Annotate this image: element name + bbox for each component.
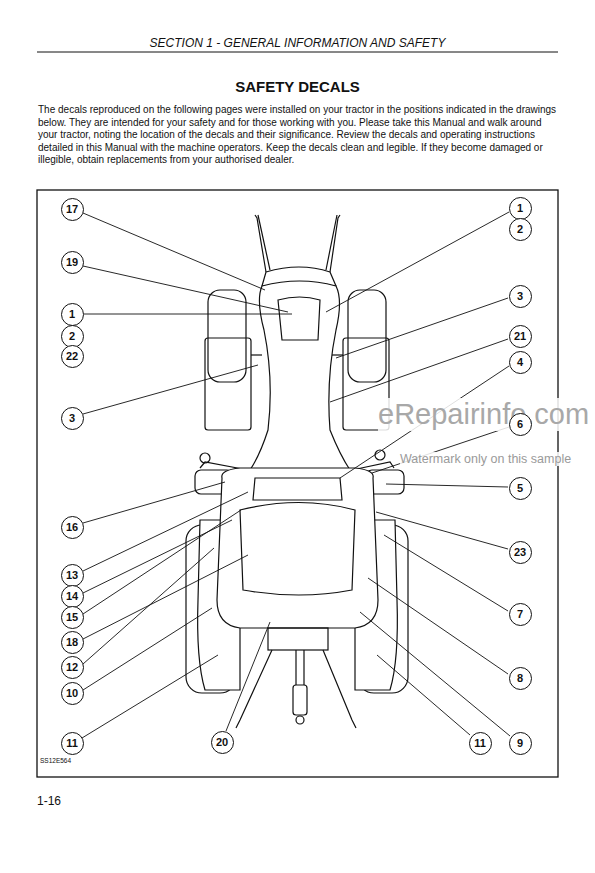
callout-text: 12 [66, 662, 78, 673]
callout-text: 13 [66, 570, 78, 581]
callout-number: 12 [61, 656, 84, 679]
callout-number: 11 [469, 732, 492, 755]
callout-number: 8 [509, 667, 532, 690]
callout-text: 18 [66, 637, 78, 648]
callout-text: 14 [66, 591, 78, 602]
page-number: 1-16 [37, 795, 61, 809]
section-header: SECTION 1 - GENERAL INFORMATION AND SAFE… [0, 37, 595, 51]
callout-text: 20 [216, 737, 228, 748]
callout-number: 16 [61, 516, 84, 539]
callout-text: 17 [66, 204, 78, 215]
callout-number: 3 [61, 407, 84, 430]
callout-text: 19 [66, 257, 78, 268]
callout-number: 1 [509, 197, 532, 220]
callout-number: 23 [509, 541, 532, 564]
callout-text: 4 [517, 357, 523, 368]
callout-number: 21 [509, 325, 532, 348]
page-title: SAFETY DECALS [0, 78, 595, 95]
callout-number: 3 [509, 285, 532, 308]
watermark: eRepairinfo.com [378, 398, 589, 431]
drawing-code: SS12E564 [40, 757, 71, 764]
callout-number: 6 [509, 413, 532, 436]
callout-number: 13 [61, 564, 84, 587]
callout-text: 23 [514, 547, 526, 558]
callout-text: 3 [69, 413, 75, 424]
callout-number: 1 [61, 303, 84, 326]
callout-number: 11 [61, 732, 84, 755]
intro-paragraph: The decals reproduced on the following p… [38, 104, 558, 167]
callout-text: 1 [69, 309, 75, 320]
callout-text: 9 [517, 738, 523, 749]
watermark-note: Watermark only on this sample [400, 452, 571, 466]
callout-text: 11 [474, 738, 486, 749]
callout-number: 9 [509, 732, 532, 755]
callout-number: 10 [61, 682, 84, 705]
callout-text: 10 [66, 688, 78, 699]
callout-text: 15 [66, 612, 78, 623]
callout-number: 22 [61, 345, 84, 368]
callout-text: 6 [517, 419, 523, 430]
callout-number: 15 [61, 606, 84, 629]
callout-number: 19 [61, 251, 84, 274]
callout-number: 17 [61, 198, 84, 221]
callout-text: 7 [517, 609, 523, 620]
callout-number: 2 [509, 218, 532, 241]
callout-text: 1 [517, 203, 523, 214]
callout-text: 8 [517, 673, 523, 684]
callout-number: 18 [61, 631, 84, 654]
callout-number: 4 [509, 351, 532, 374]
callout-text: 21 [514, 331, 526, 342]
callout-number: 14 [61, 585, 84, 608]
callout-text: 5 [517, 483, 523, 494]
callout-text: 2 [69, 331, 75, 342]
callout-text: 3 [517, 291, 523, 302]
callout-text: 11 [66, 738, 78, 749]
callout-number: 20 [211, 731, 234, 754]
callout-text: 22 [66, 351, 78, 362]
callout-text: 2 [517, 224, 523, 235]
callout-text: 16 [66, 522, 78, 533]
callout-number: 7 [509, 603, 532, 626]
callout-number: 5 [509, 477, 532, 500]
leader-lines [82, 212, 510, 738]
